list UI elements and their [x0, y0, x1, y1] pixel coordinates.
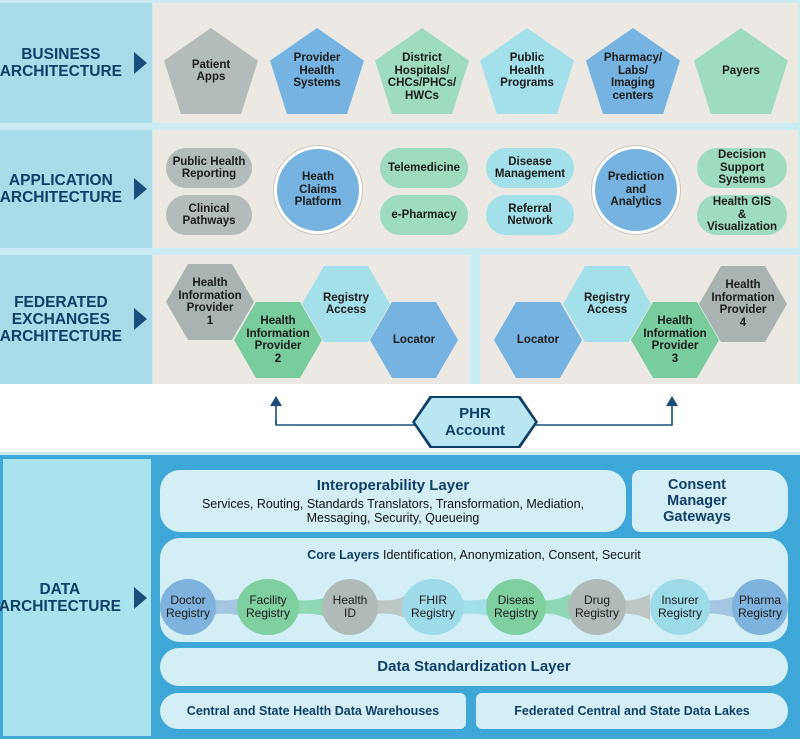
registry-access-right: Registry Access: [563, 266, 651, 342]
registry-facility: Facility Registry: [237, 579, 299, 635]
arrow-up-left-icon: [270, 396, 282, 406]
app-public-health-reporting: Public Health Reporting: [166, 148, 252, 188]
app-health-claims-platform: Heath Claims Platform: [274, 146, 362, 234]
data-standardization-layer: [160, 648, 788, 686]
consent-manager-text: Consent Manager Gateways: [663, 477, 731, 525]
phr-row-background: [0, 384, 800, 452]
registry-fhir: FHIR Registry: [402, 579, 464, 635]
application-architecture-label: APPLICATION ARCHITECTURE: [0, 130, 152, 248]
registry-disease: Diseas Registry: [486, 579, 546, 635]
hip-3: Health Information Provider 3: [631, 302, 719, 378]
phr-connectors: [270, 396, 678, 426]
connector-right: [534, 402, 673, 426]
business-arrow-icon: [134, 52, 147, 74]
core-layers-header: Core Layers Identification, Anonymizatio…: [160, 548, 788, 562]
federated-architecture-text: FEDERATED EXCHANGES ARCHITECTURE: [0, 294, 122, 345]
connector-left: [275, 420, 418, 426]
registry-insurer: Insurer Registry: [650, 579, 710, 635]
application-arrow-icon: [134, 178, 147, 200]
hip-4: Health Information Provider 4: [699, 266, 787, 342]
interoperability-layer: [160, 470, 626, 532]
app-decision-support: Decision Support Systems: [697, 148, 787, 188]
registry-doctor: Doctor Registry: [160, 579, 216, 635]
data-architecture-label: DATA ARCHITECTURE: [0, 459, 151, 736]
federated-arrow-icon: [134, 308, 147, 330]
data-architecture-text: DATA ARCHITECTURE: [0, 580, 121, 615]
app-prediction-analytics: Prediction and Analytics: [592, 146, 680, 234]
app-e-pharmacy: e-Pharmacy: [380, 195, 468, 235]
data-warehouses-text: Central and State Health Data Warehouses: [186, 704, 440, 718]
data-arrow-icon: [134, 587, 147, 609]
phr-account: PHR Account: [415, 398, 535, 446]
data-lakes-box: [476, 693, 788, 729]
core-layers-description: Identification, Anonymization, Consent, …: [382, 548, 641, 562]
app-clinical-pathways: Clinical Pathways: [166, 195, 252, 235]
app-disease-management: Disease Management: [486, 148, 574, 188]
data-lakes-text: Federated Central and State Data Lakes: [514, 704, 750, 718]
app-telemedicine: Telemedicine: [380, 148, 468, 188]
consent-manager-gateways: [632, 470, 788, 532]
interoperability-description: Services, Routing, Standards Translators…: [201, 497, 585, 525]
application-architecture-text: APPLICATION ARCHITECTURE: [0, 172, 122, 206]
data-standardization-text: Data Standardization Layer: [377, 658, 571, 675]
arrow-up-right-icon: [666, 396, 678, 406]
core-layers-title: Core Layers: [307, 548, 380, 562]
registry-drug: Drug Registry: [568, 579, 626, 635]
app-referral-network: Referral Network: [486, 195, 574, 235]
business-architecture-label: BUSINESS ARCHITECTURE: [0, 3, 152, 123]
data-warehouses-box: [160, 693, 466, 729]
business-panel: [153, 3, 798, 123]
business-architecture-text: BUSINESS ARCHITECTURE: [0, 46, 122, 80]
federated-architecture-label: FEDERATED EXCHANGES ARCHITECTURE: [0, 255, 152, 384]
app-health-gis: Health GIS & Visualization: [697, 195, 787, 235]
application-panel: [153, 130, 798, 248]
registry-pharma: Pharma Registry: [732, 579, 788, 635]
interoperability-title: Interoperability Layer: [316, 477, 470, 494]
registry-health-id: Health ID: [322, 579, 378, 635]
